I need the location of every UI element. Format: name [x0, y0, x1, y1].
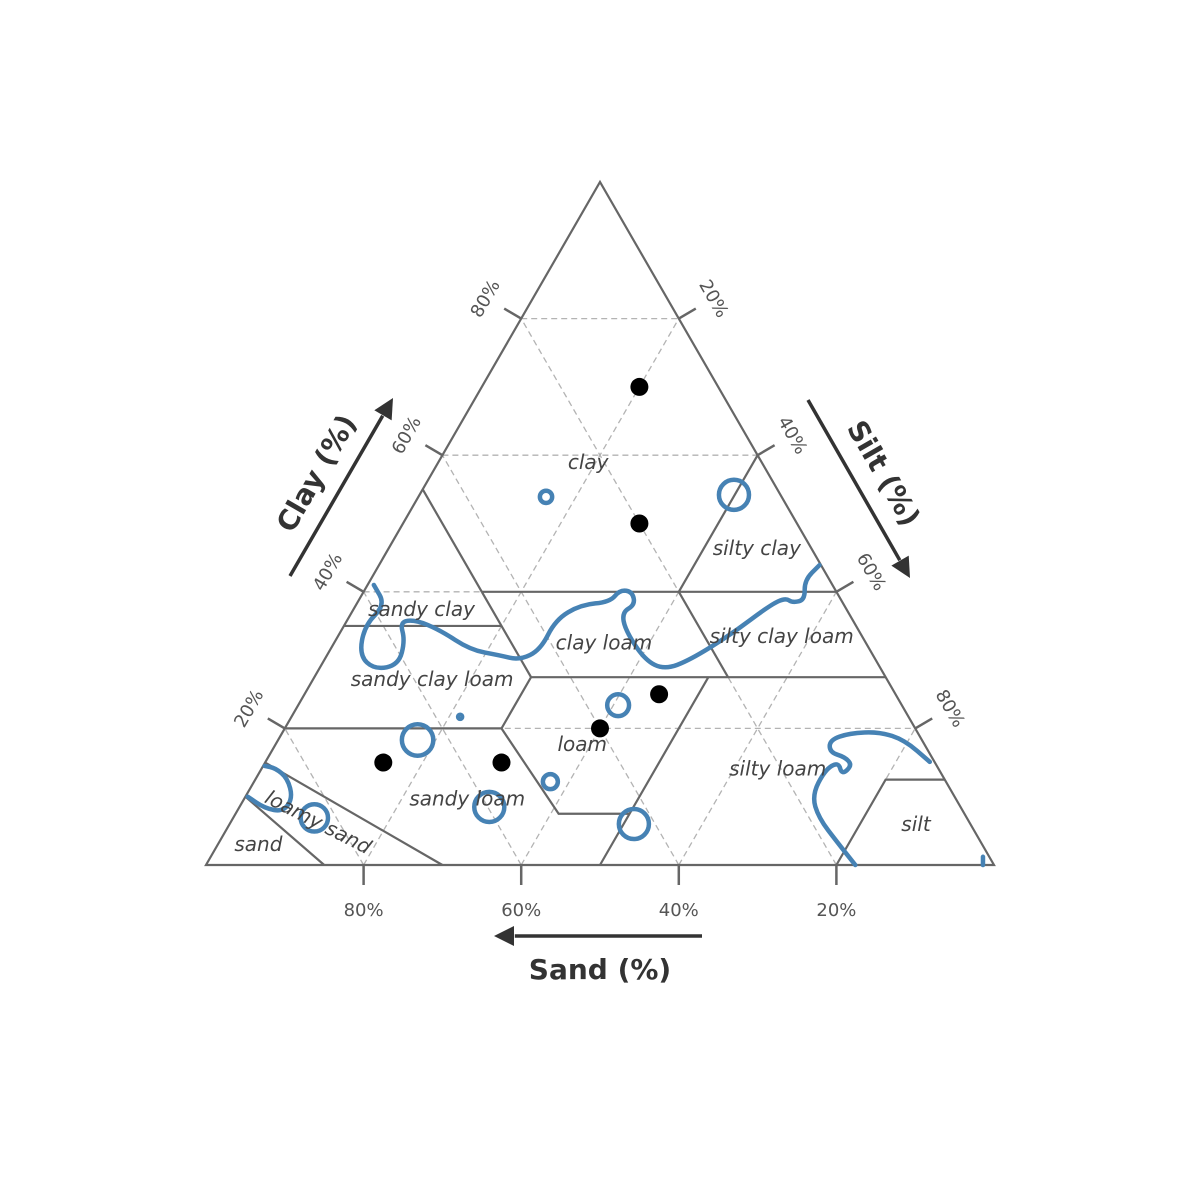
- grid-line-silt: [835, 728, 916, 866]
- class-boundary: [421, 488, 483, 593]
- clay-tick: [503, 307, 522, 320]
- region-label-silty-clay-loam: silty clay loam: [710, 624, 854, 648]
- region-label-sandy-clay-loam: sandy clay loam: [351, 667, 514, 691]
- density-contour-loop: [455, 712, 465, 722]
- region-label-loam: loam: [558, 732, 608, 756]
- region-label-sandy-clay: sandy clay: [368, 597, 476, 621]
- density-contour-loop: [616, 806, 652, 842]
- density-contour-loop: [399, 722, 436, 758]
- clay-tick-label: 20%: [230, 686, 268, 731]
- density-contour: [359, 562, 822, 671]
- region-label-silty-loam: silty loam: [729, 757, 826, 781]
- clay-tick-label: 80%: [467, 276, 505, 321]
- silt-tick: [678, 307, 697, 320]
- clay-tick-label: 40%: [309, 549, 347, 594]
- region-label-clay-loam: clay loam: [556, 630, 653, 654]
- sand-arrowhead-icon: [494, 926, 514, 946]
- density-contour-loop: [472, 789, 507, 825]
- sand-tick-label: 80%: [344, 900, 384, 921]
- clay-tick: [345, 580, 365, 593]
- class-boundary: [677, 454, 759, 593]
- triangle-frame: [204, 179, 996, 867]
- silt-arrow: [806, 399, 902, 562]
- class-boundary: [244, 795, 325, 866]
- density-contour-loop: [716, 477, 752, 513]
- silt-axis-title: Silt (%): [840, 415, 927, 532]
- density-contour: [245, 763, 294, 813]
- density-contour-loop: [298, 801, 331, 834]
- silt-tick: [756, 444, 776, 457]
- grid-line-silt: [678, 591, 837, 866]
- clay-arrow: [288, 414, 385, 577]
- density-contour-loop: [540, 771, 561, 792]
- density-contour-loop: [604, 692, 632, 719]
- grid-line-sand: [441, 454, 680, 866]
- region-label-silty-clay: silty clay: [713, 536, 802, 560]
- silt-tick: [835, 580, 855, 593]
- class-boundary: [264, 761, 443, 866]
- silt-tick: [914, 717, 933, 730]
- class-boundary: [835, 778, 945, 866]
- sand-tick-label: 60%: [501, 900, 541, 921]
- class-boundary: [599, 676, 710, 866]
- class-boundary: [677, 591, 730, 678]
- clay-tick-label: 60%: [388, 413, 426, 458]
- data-point: [650, 685, 669, 704]
- grid-line-sand: [284, 728, 365, 866]
- data-point: [492, 753, 511, 772]
- data-point: [630, 377, 649, 396]
- clay-arrowhead-icon: [374, 398, 393, 421]
- sand-tick-label: 20%: [816, 900, 856, 921]
- class-boundary: [480, 591, 630, 815]
- silt-tick-label: 60%: [852, 549, 890, 594]
- sand-axis-title: Sand (%): [529, 953, 671, 986]
- clay-tick: [424, 444, 444, 457]
- region-label-silt: silt: [901, 812, 932, 836]
- sand-tick-label: 40%: [659, 900, 699, 921]
- density-contour: [811, 730, 933, 868]
- silt-tick-label: 20%: [694, 276, 732, 321]
- clay-tick: [267, 717, 286, 730]
- silt-tick-label: 80%: [931, 686, 969, 731]
- region-label-clay: clay: [568, 450, 610, 474]
- silt-arrowhead-icon: [891, 555, 910, 578]
- data-point: [591, 719, 609, 738]
- region-label-sandy-loam: sandy loam: [409, 787, 525, 811]
- region-label-sand: sand: [234, 832, 282, 856]
- data-point: [374, 753, 393, 772]
- silt-tick-label: 40%: [773, 413, 811, 458]
- data-point: [630, 514, 649, 533]
- density-contour-loop: [537, 488, 555, 506]
